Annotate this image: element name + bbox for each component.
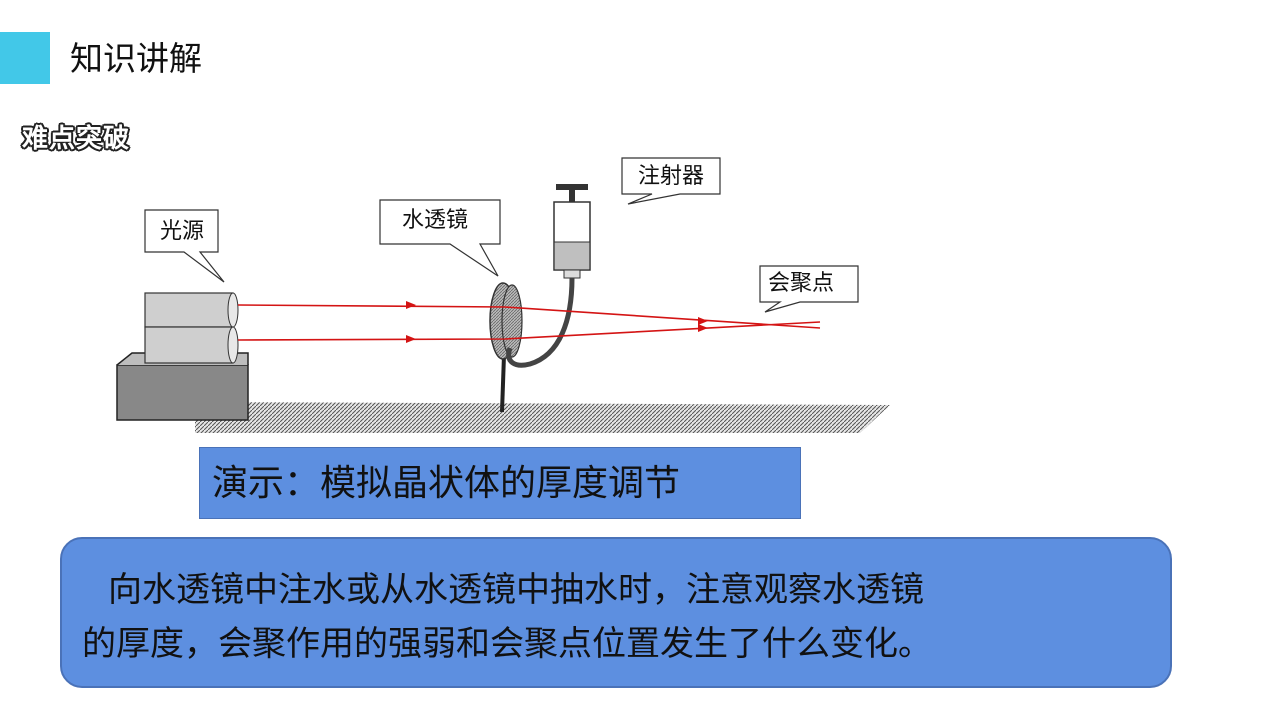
- lens-experiment-diagram: 光源 水透镜 注射器 会聚点: [100, 150, 900, 450]
- table-surface: [195, 402, 890, 433]
- callout-syringe: 注射器: [638, 164, 705, 189]
- callout-light-source: 光源: [160, 219, 205, 244]
- page-title: 知识讲解: [70, 39, 202, 78]
- observation-note-box: 向水透镜中注水或从水透镜中抽水时，注意观察水透镜 的厚度，会聚作用的强弱和会聚点…: [60, 537, 1172, 688]
- title-accent-bar: [0, 32, 50, 84]
- callout-focal-point: 会聚点: [768, 271, 835, 296]
- light-rays: [237, 301, 821, 343]
- light-source: [116, 292, 249, 421]
- callout-water-lens: 水透镜: [402, 208, 469, 233]
- diagram-drawing: [116, 157, 890, 433]
- note-line-1: 向水透镜中注水或从水透镜中抽水时，注意观察水透镜: [108, 570, 924, 610]
- demo-title-box: 演示：模拟晶状体的厚度调节: [199, 447, 801, 519]
- water-lens: [489, 282, 523, 413]
- note-line-2: 的厚度，会聚作用的强弱和会聚点位置发生了什么变化。: [82, 624, 932, 664]
- syringe: [506, 184, 591, 368]
- section-label: 难点突破: [22, 124, 131, 154]
- demo-title: 演示：模拟晶状体的厚度调节: [212, 463, 681, 504]
